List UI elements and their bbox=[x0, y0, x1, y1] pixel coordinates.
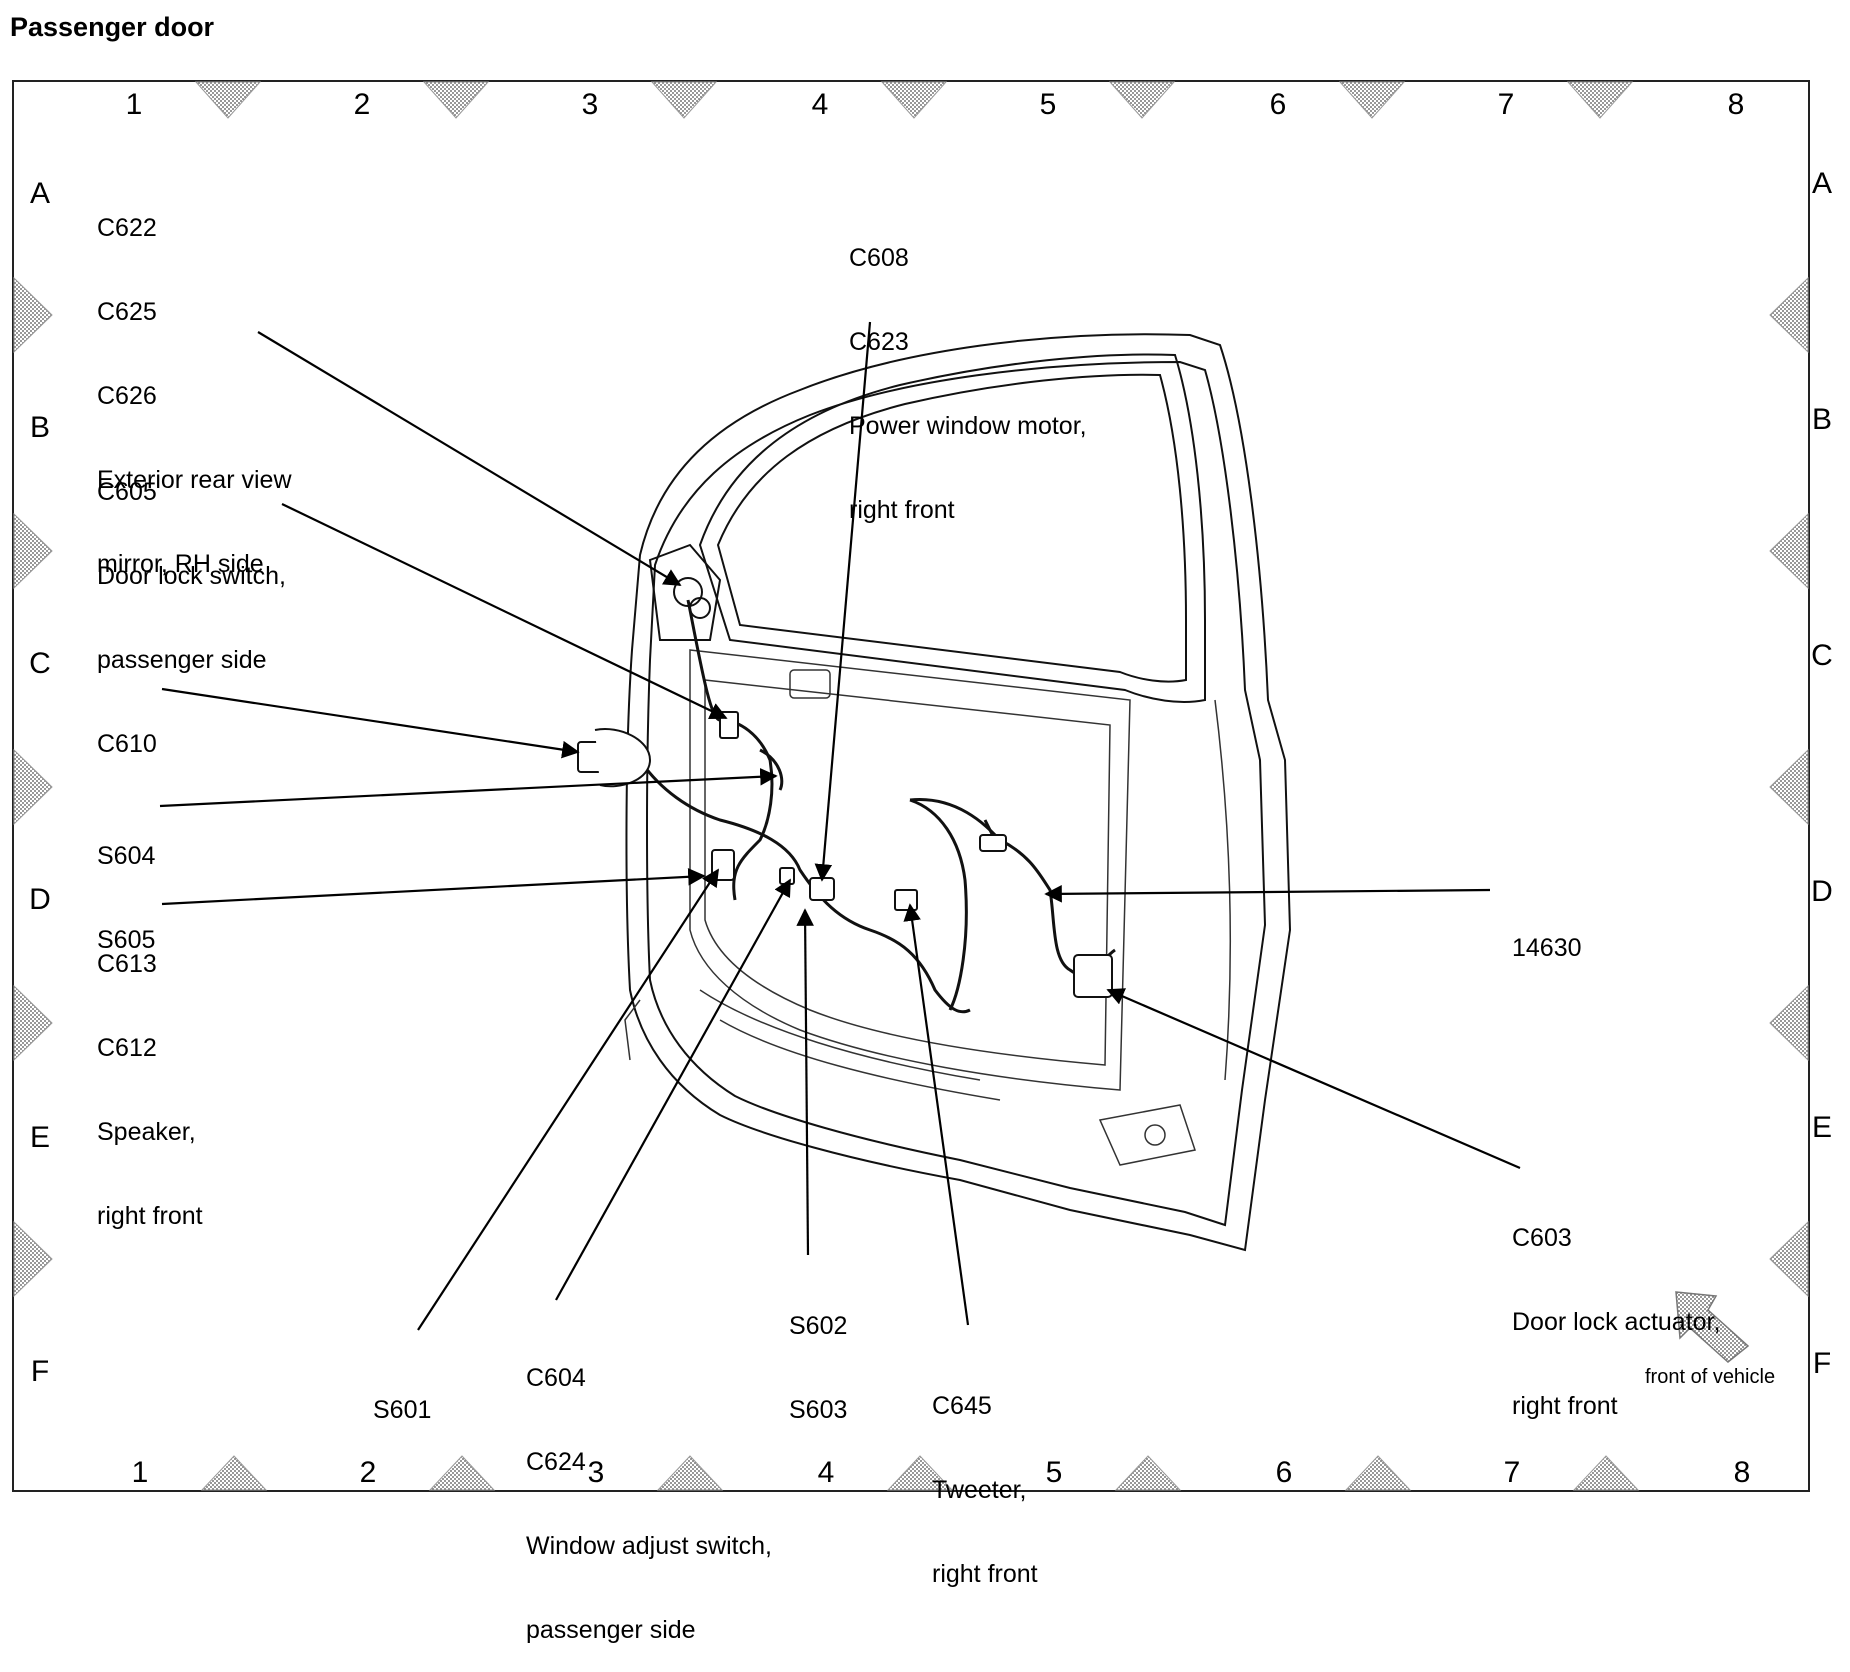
callout-splices-s602-s603: S602 S603 bbox=[789, 1256, 847, 1452]
grid-col-bottom-5: 5 bbox=[1045, 1456, 1063, 1489]
grid-col-top-4: 4 bbox=[811, 88, 829, 121]
callout-s601: S601 bbox=[373, 1340, 431, 1452]
grid-col-top-7: 7 bbox=[1497, 88, 1515, 121]
callout-window-switch-desc-2: passenger side bbox=[526, 1616, 696, 1644]
grid-row-right-d: D bbox=[1811, 875, 1833, 908]
callout-window-switch-code-2: C624 bbox=[526, 1448, 586, 1476]
grid-row-left-a: A bbox=[29, 177, 51, 210]
callout-tweeter-desc-2: right front bbox=[932, 1560, 1038, 1588]
callout-window-motor-code-1: C608 bbox=[849, 244, 909, 272]
grid-col-top-5: 5 bbox=[1039, 88, 1057, 121]
door-panel-outline bbox=[625, 333, 1292, 1252]
callout-tweeter-desc-1: Tweeter, bbox=[932, 1476, 1027, 1504]
callout-s605-code: S605 bbox=[97, 926, 156, 954]
grid-col-top-2: 2 bbox=[353, 88, 371, 121]
window-opening bbox=[698, 353, 1206, 703]
callout-harness-code: 14630 bbox=[1512, 934, 1582, 962]
grid-col-top-6: 6 bbox=[1269, 88, 1287, 121]
callout-s604-code: S604 bbox=[97, 842, 156, 870]
callout-splices-s604-s605: S604 S605 bbox=[97, 786, 155, 982]
connectors bbox=[577, 711, 1113, 998]
leader-lines bbox=[159, 321, 1521, 1331]
grid-col-bottom-8: 8 bbox=[1733, 1456, 1751, 1489]
grid-triangles-bottom bbox=[200, 1455, 1640, 1491]
grid-row-right-e: E bbox=[1811, 1111, 1833, 1144]
grid-row-left-b: B bbox=[29, 411, 51, 444]
front-of-vehicle-arrow-icon bbox=[1675, 1291, 1750, 1363]
callout-speaker-desc-1: Speaker, bbox=[97, 1118, 196, 1146]
grid-row-right-b: B bbox=[1811, 403, 1833, 436]
callout-mirror-code-1: C622 bbox=[97, 214, 157, 242]
front-of-vehicle-label: front of vehicle bbox=[1645, 1366, 1776, 1388]
grid-row-left-d: D bbox=[29, 883, 51, 916]
callout-window-motor-code-2: C623 bbox=[849, 328, 909, 356]
callout-tweeter-code: C645 bbox=[932, 1392, 992, 1420]
grid-triangles-top bbox=[194, 81, 1634, 119]
grid-row-right-c: C bbox=[1811, 639, 1833, 672]
callout-harness-14630: 14630 bbox=[1512, 878, 1582, 990]
grid-col-bottom-2: 2 bbox=[359, 1456, 377, 1489]
callout-window-switch-code-1: C604 bbox=[526, 1364, 586, 1392]
callout-door-lock-switch-desc-2: passenger side bbox=[97, 646, 267, 674]
callout-actuator-code: C603 bbox=[1512, 1224, 1572, 1252]
callout-window-adjust-switch: C604 C624 Window adjust switch, passenge… bbox=[526, 1308, 772, 1672]
grid-col-top-3: 3 bbox=[581, 88, 599, 121]
callout-door-lock-switch: C605 Door lock switch, passenger side bbox=[97, 422, 286, 702]
callout-s601-code: S601 bbox=[373, 1396, 432, 1424]
grid-row-left-c: C bbox=[29, 647, 51, 680]
callout-window-switch-desc-1: Window adjust switch, bbox=[526, 1532, 772, 1560]
grid-row-right-a: A bbox=[1811, 167, 1833, 200]
callout-mirror-code-2: C625 bbox=[97, 298, 157, 326]
grid-col-bottom-3: 3 bbox=[587, 1456, 605, 1489]
callout-c610-code: C610 bbox=[97, 730, 157, 758]
grid-triangles-left bbox=[13, 276, 53, 1298]
callout-door-lock-switch-code: C605 bbox=[97, 478, 157, 506]
grid-row-left-e: E bbox=[29, 1121, 51, 1154]
grid-triangles-right bbox=[1769, 276, 1809, 1298]
callout-s602-code: S602 bbox=[789, 1312, 848, 1340]
callout-c610: C610 bbox=[97, 674, 157, 786]
callout-s603-code: S603 bbox=[789, 1396, 848, 1424]
grid-row-right-f: F bbox=[1812, 1347, 1832, 1380]
callout-window-motor-desc-1: Power window motor, bbox=[849, 412, 1087, 440]
callout-mirror-desc-1: Exterior rear view bbox=[97, 466, 292, 494]
callout-mirror-desc-2: mirror, RH side bbox=[97, 550, 264, 578]
callout-door-lock-actuator: C603 Door lock actuator, right front bbox=[1512, 1168, 1720, 1448]
grid-col-bottom-1: 1 bbox=[131, 1456, 149, 1489]
callout-mirror-code-3: C626 bbox=[97, 382, 157, 410]
mirror-mount bbox=[648, 543, 722, 641]
callout-speaker-desc-2: right front bbox=[97, 1202, 203, 1230]
callout-speaker-code-1: C613 bbox=[97, 950, 157, 978]
callout-power-window-motor: C608 C623 Power window motor, right fron… bbox=[849, 188, 1087, 552]
callout-window-motor-desc-2: right front bbox=[849, 496, 955, 524]
callout-tweeter: C645 Tweeter, right front bbox=[932, 1336, 1038, 1616]
door-diagram bbox=[13, 81, 1809, 1491]
grid-col-bottom-6: 6 bbox=[1275, 1456, 1293, 1489]
callout-door-lock-switch-desc-1: Door lock switch, bbox=[97, 562, 286, 590]
grid-col-top-8: 8 bbox=[1727, 88, 1745, 121]
callout-speaker: C613 C612 Speaker, right front bbox=[97, 894, 203, 1258]
grid-col-top-1: 1 bbox=[125, 88, 143, 121]
page-title: Passenger door bbox=[10, 12, 215, 42]
callout-speaker-code-2: C612 bbox=[97, 1034, 157, 1062]
grid-col-bottom-7: 7 bbox=[1503, 1456, 1521, 1489]
grid-col-bottom-4: 4 bbox=[817, 1456, 835, 1489]
callout-exterior-mirror: C622 C625 C626 Exterior rear view mirror… bbox=[97, 158, 292, 606]
callout-actuator-desc-1: Door lock actuator, bbox=[1512, 1308, 1721, 1336]
inner-panel-details bbox=[624, 649, 1231, 1166]
grid-row-left-f: F bbox=[30, 1355, 50, 1388]
callout-actuator-desc-2: right front bbox=[1512, 1392, 1618, 1420]
diagram-frame bbox=[12, 80, 1810, 1492]
